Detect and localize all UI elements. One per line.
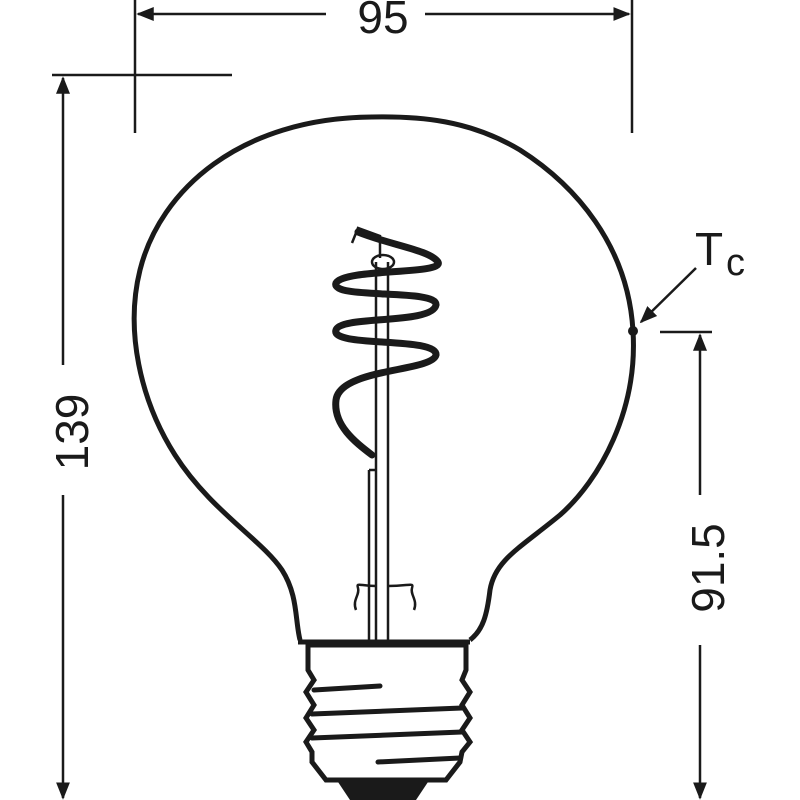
width-label: 95 [357,0,408,43]
tc-label: T [695,223,723,275]
height-dimension: 139 [46,76,98,800]
tc-height-label: 91.5 [682,523,734,613]
filament-support [350,226,417,640]
tc-subscript: c [726,242,745,284]
screw-threads [309,683,465,765]
width-dimension: 95 [133,0,634,133]
height-label: 139 [46,394,98,471]
bulb-glass-outline [131,114,636,642]
spiral-filament [332,228,442,459]
screw-base-outline [303,642,474,783]
tc-height-dimension: 91.5 [660,330,734,800]
tc-annotation: T c [628,223,745,336]
base-contact [338,782,428,800]
